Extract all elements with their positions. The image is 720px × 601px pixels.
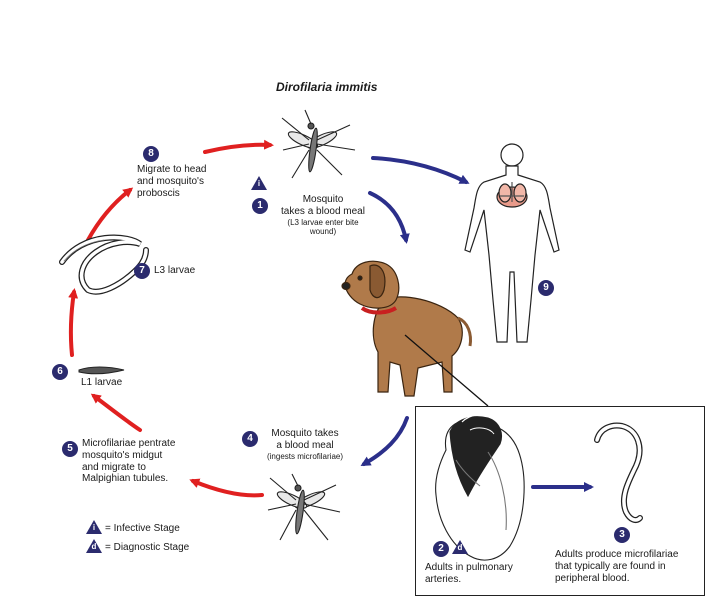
stage-7-number: 7 xyxy=(134,263,150,279)
legend-diagnostic-badge: d xyxy=(86,539,102,553)
legend-infective-label: = Infective Stage xyxy=(105,523,180,534)
host-arrows xyxy=(360,156,594,492)
stage-1-number: 1 xyxy=(252,198,268,214)
legend-infective-badge: i xyxy=(86,520,102,534)
arrow-8-to-1 xyxy=(203,139,274,154)
stage-5-number: 5 xyxy=(62,441,78,457)
arrow-5-to-6 xyxy=(90,393,142,432)
stage-2-number: 2 xyxy=(433,541,449,557)
stage-6-label: L1 larvae xyxy=(81,377,123,388)
arrow-1-to-human xyxy=(371,156,470,184)
vector-cycle-arrows xyxy=(68,139,274,498)
arrow-7-to-8 xyxy=(86,187,134,242)
stage-9-number: 9 xyxy=(538,280,554,296)
microfilaria-icon xyxy=(594,422,643,523)
stage-3-label: Adults produce microfilariae that typica… xyxy=(555,549,679,584)
heart-icon xyxy=(435,413,525,561)
mosquito-top-icon xyxy=(281,109,356,179)
legend-diagnostic-label: = Diagnostic Stage xyxy=(105,542,190,553)
inset-pointer-line xyxy=(404,334,489,407)
stage-3-number: 3 xyxy=(614,527,630,543)
stage-5-label: Microfilariae pentrate mosquito's midgut… xyxy=(82,438,176,485)
stage-2-label: Adults in pulmonary arteries. xyxy=(425,562,513,585)
arrow-1-to-dog xyxy=(368,191,410,244)
diagram-title: Dirofilaria immitis xyxy=(276,80,378,94)
l3-larva-icon xyxy=(59,234,149,295)
human-host-icon xyxy=(464,143,560,343)
stage-8-number: 8 xyxy=(143,146,159,162)
stage-4-number: 4 xyxy=(242,431,258,447)
mosquito-bottom-icon xyxy=(267,473,341,541)
l1-larva-icon xyxy=(78,366,125,375)
dog-host-icon xyxy=(341,260,472,397)
arrow-dog-to-4 xyxy=(360,416,409,466)
infective-stage-badge: i xyxy=(251,176,267,190)
arrow-4-to-5 xyxy=(189,478,264,498)
stage-8-label: Migrate to head and mosquito's proboscis xyxy=(137,164,207,199)
stage-4-label: Mosquito takes a blood meal (ingests mic… xyxy=(266,428,344,461)
arrow-6-to-7 xyxy=(68,288,79,357)
inset-panel xyxy=(415,406,705,596)
stage-1-label: Mosquito takes a blood meal (L3 larvae e… xyxy=(281,194,365,237)
diagnostic-stage-badge: d xyxy=(452,540,468,554)
stage-7-label: L3 larvae xyxy=(154,265,196,276)
stage-6-number: 6 xyxy=(52,364,68,380)
